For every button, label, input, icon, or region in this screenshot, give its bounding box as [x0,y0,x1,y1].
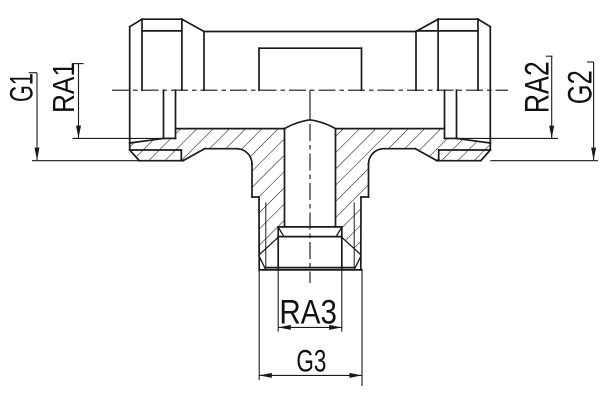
svg-text:RA3: RA3 [279,293,337,331]
svg-text:RA1: RA1 [46,62,81,113]
svg-text:RA2: RA2 [518,61,556,113]
svg-text:G2: G2 [562,70,600,104]
svg-text:G3: G3 [296,342,326,378]
svg-text:G1: G1 [3,73,39,102]
